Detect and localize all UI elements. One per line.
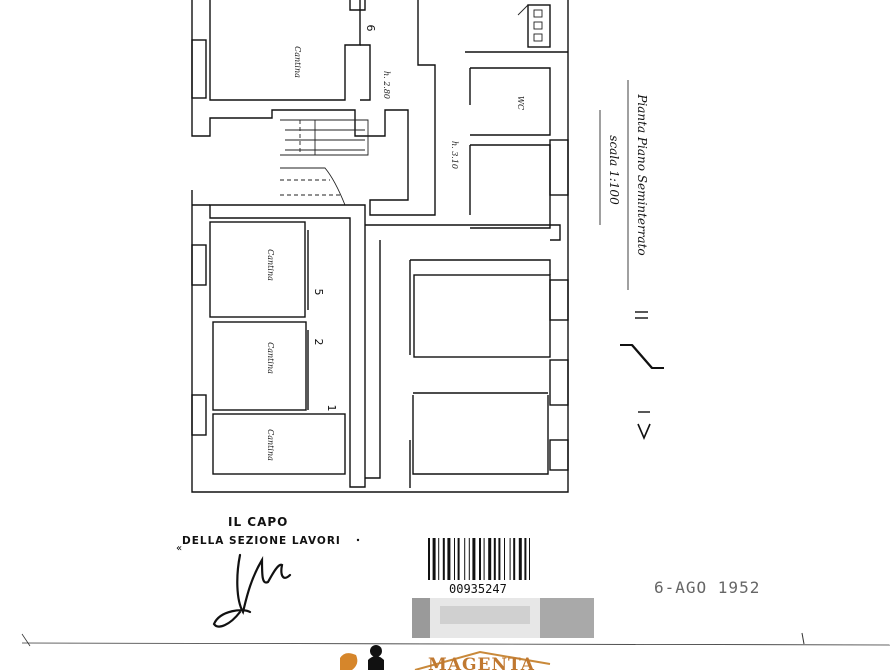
plan-walls bbox=[191, 0, 569, 493]
barcode-bar bbox=[479, 538, 481, 580]
barcode-bar bbox=[457, 538, 460, 580]
barcode-bar bbox=[493, 538, 496, 580]
height-label-2: h. 3.10 bbox=[450, 141, 459, 169]
stamp-dot bbox=[356, 538, 360, 542]
room-label-cantina-a: Cantina bbox=[266, 249, 275, 281]
barcode-bar bbox=[488, 538, 492, 580]
barcode-bar bbox=[518, 538, 522, 580]
agency-logo: MAGENTA bbox=[340, 645, 551, 670]
barcode-bar bbox=[498, 538, 501, 580]
plan-title: Pianta Piano Seminterrato bbox=[635, 93, 649, 255]
barcode-bar bbox=[509, 538, 511, 580]
page-bottom-line bbox=[21, 642, 891, 646]
barcode-bar bbox=[483, 538, 485, 580]
north-arrow-icon bbox=[620, 311, 664, 441]
gray-label-strip bbox=[412, 598, 594, 638]
stamp-line-1: IL CAPO bbox=[228, 515, 288, 529]
room-label-cantina-c: Cantina bbox=[266, 429, 275, 461]
room-label-wc: WC bbox=[516, 96, 525, 110]
plan-scale: scala 1:100 bbox=[607, 135, 621, 205]
barcode-bar bbox=[464, 538, 466, 580]
height-label-1: h. 2.80 bbox=[382, 71, 391, 99]
barcode-bar bbox=[428, 538, 430, 580]
barcode: 00935247 bbox=[426, 536, 546, 596]
signature bbox=[212, 553, 292, 628]
barcode-bar bbox=[447, 538, 451, 580]
room-label-cantina-b: Cantina bbox=[266, 342, 275, 374]
corner-mark bbox=[21, 633, 31, 647]
door-number-1: 1 bbox=[325, 405, 338, 412]
barcode-bar bbox=[472, 538, 476, 580]
door-number-5: 5 bbox=[312, 289, 325, 296]
vent-boxes bbox=[517, 4, 551, 48]
tick-mark bbox=[801, 632, 805, 645]
staircase bbox=[280, 119, 369, 206]
date-stamp: 6-AGO 1952 bbox=[654, 578, 760, 597]
door-number-2: 2 bbox=[312, 339, 325, 346]
stamp-line-2: DELLA SEZIONE LAVORI bbox=[182, 535, 341, 547]
room-label-cantina-top: Cantina bbox=[293, 46, 302, 78]
door-number-6: 6 bbox=[364, 25, 377, 32]
barcode-bar bbox=[468, 538, 470, 580]
barcode-bar bbox=[432, 538, 436, 580]
barcode-bar bbox=[504, 538, 505, 580]
barcode-bar bbox=[454, 538, 455, 580]
barcode-bar bbox=[529, 538, 530, 580]
logo-text: MAGENTA bbox=[428, 655, 535, 670]
barcode-bar bbox=[513, 538, 516, 580]
barcode-bar bbox=[442, 538, 445, 580]
stamp-mark: « bbox=[176, 543, 182, 554]
barcode-bar bbox=[524, 538, 527, 580]
barcode-number: 00935247 bbox=[449, 582, 507, 596]
barcode-bar bbox=[438, 538, 440, 580]
